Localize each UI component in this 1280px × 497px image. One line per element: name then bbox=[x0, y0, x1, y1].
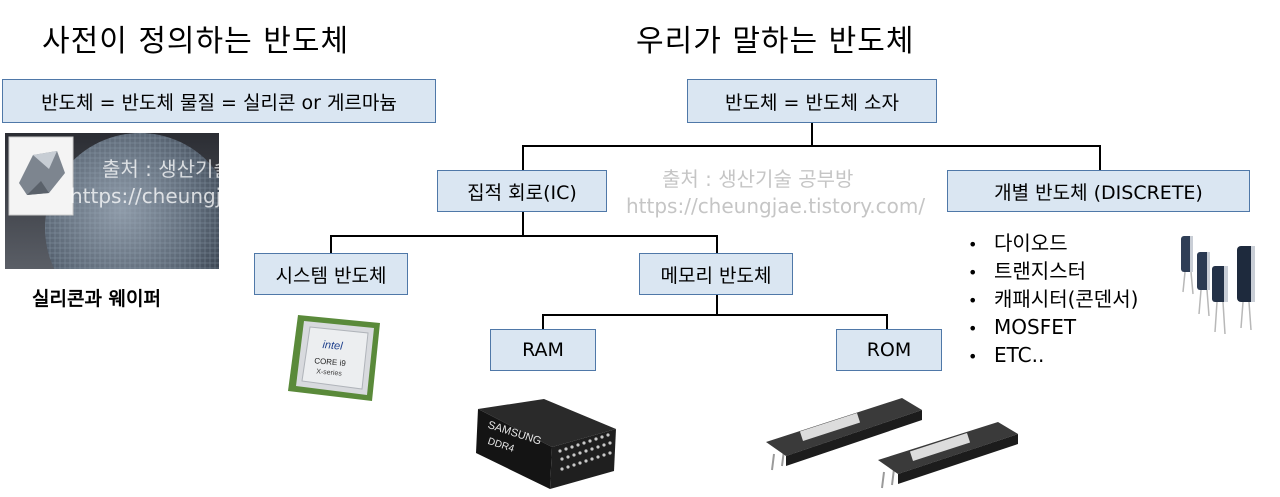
list-item: 다이오드 bbox=[968, 229, 1138, 257]
watermark-source: 출처 : 생산기술 공부방 bbox=[662, 167, 854, 191]
wafer-caption: 실리콘과 웨이퍼 bbox=[32, 288, 161, 310]
definition-box: 반도체 = 반도체 물질 = 실리콘 or 게르마늄 bbox=[2, 79, 436, 123]
list-item: ETC.. bbox=[968, 341, 1138, 369]
rom-chips-photo bbox=[762, 392, 1022, 492]
connector bbox=[716, 295, 718, 315]
connector bbox=[522, 145, 524, 170]
connector bbox=[811, 123, 813, 146]
connector bbox=[1099, 145, 1101, 170]
memory-box: 메모리 반도체 bbox=[639, 253, 793, 295]
watermark-center: 출처 : 생산기술 공부방 https://cheungjae.tistory.… bbox=[626, 166, 925, 220]
capacitors-photo bbox=[1175, 232, 1265, 337]
cpu-series: X-series bbox=[316, 368, 343, 377]
cpu-brand: intel bbox=[322, 339, 344, 353]
system-box: 시스템 반도체 bbox=[254, 253, 408, 295]
watermark-url: https://cheungjae.tistory.com/ bbox=[626, 194, 926, 218]
connector bbox=[542, 314, 888, 316]
connector bbox=[542, 314, 544, 329]
ram-chip-photo: SAMSUNG DDR4 bbox=[470, 395, 618, 491]
connector bbox=[330, 235, 332, 253]
ic-box: 집적 회로(IC) bbox=[437, 170, 607, 212]
right-title: 우리가 말하는 반도체 bbox=[636, 24, 915, 59]
discrete-list: 다이오드 트랜지스터 캐패시터(콘덴서) MOSFET ETC.. bbox=[968, 229, 1138, 369]
connector bbox=[522, 212, 524, 236]
list-item: 트랜지스터 bbox=[968, 257, 1138, 285]
connector bbox=[330, 235, 718, 237]
ram-box: RAM bbox=[490, 329, 596, 371]
connector bbox=[716, 235, 718, 253]
connector bbox=[886, 314, 888, 329]
cpu-photo: intel CORE i9 X-series bbox=[284, 311, 384, 403]
list-item: 캐패시터(콘덴서) bbox=[968, 285, 1138, 313]
list-item: MOSFET bbox=[968, 313, 1138, 341]
discrete-box: 개별 반도체 (DISCRETE) bbox=[947, 170, 1250, 212]
left-title: 사전이 정의하는 반도체 bbox=[42, 24, 350, 59]
connector bbox=[522, 145, 1101, 147]
rom-box: ROM bbox=[836, 329, 942, 371]
root-box: 반도체 = 반도체 소자 bbox=[687, 79, 937, 123]
cpu-model: CORE i9 bbox=[314, 356, 347, 368]
silicon-wafer-photo bbox=[5, 133, 235, 323]
